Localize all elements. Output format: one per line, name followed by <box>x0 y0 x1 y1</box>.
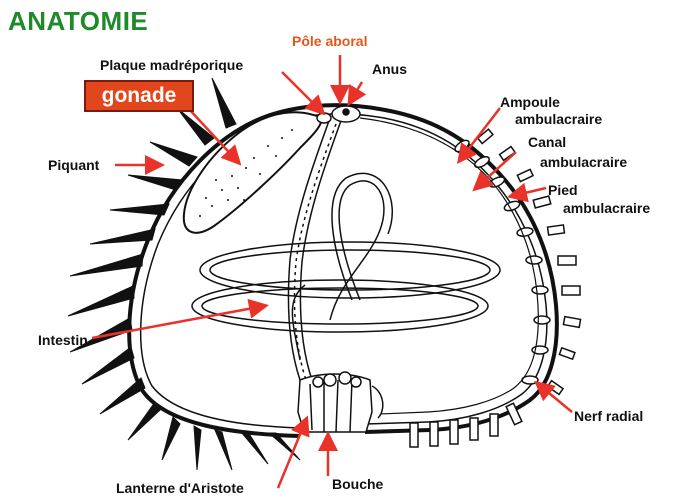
label-intestin: Intestin <box>38 332 88 348</box>
label-bouche: Bouche <box>332 476 383 492</box>
label-ampoule-line1: Ampoule <box>500 94 560 110</box>
label-canal-line1: Canal <box>528 134 566 150</box>
arrow-anus <box>350 82 362 102</box>
label-pole-aboral: Pôle aboral <box>292 33 367 49</box>
label-canal-line2: ambulacraire <box>540 154 627 170</box>
apical-system <box>317 106 360 123</box>
label-anus: Anus <box>372 61 407 77</box>
label-pied-line1: Pied <box>548 182 578 198</box>
label-nerf-radial: Nerf radial <box>574 408 643 424</box>
label-plaque-madreporique: Plaque madréporique <box>100 57 243 73</box>
water-canal <box>360 118 538 414</box>
label-ampoule-line2: ambulacraire <box>515 111 602 127</box>
page-title: ANATOMIE <box>8 6 148 37</box>
arrow-lanterne <box>278 420 306 488</box>
label-piquant: Piquant <box>48 157 99 173</box>
label-pied-line2: ambulacraire <box>563 200 650 216</box>
label-lanterne-aristote: Lanterne d'Aristote <box>116 480 244 496</box>
aristotle-lantern <box>298 372 383 432</box>
label-gonade: gonade <box>84 80 194 112</box>
arrow-intestin <box>92 306 264 338</box>
arrow-pied <box>512 188 546 196</box>
